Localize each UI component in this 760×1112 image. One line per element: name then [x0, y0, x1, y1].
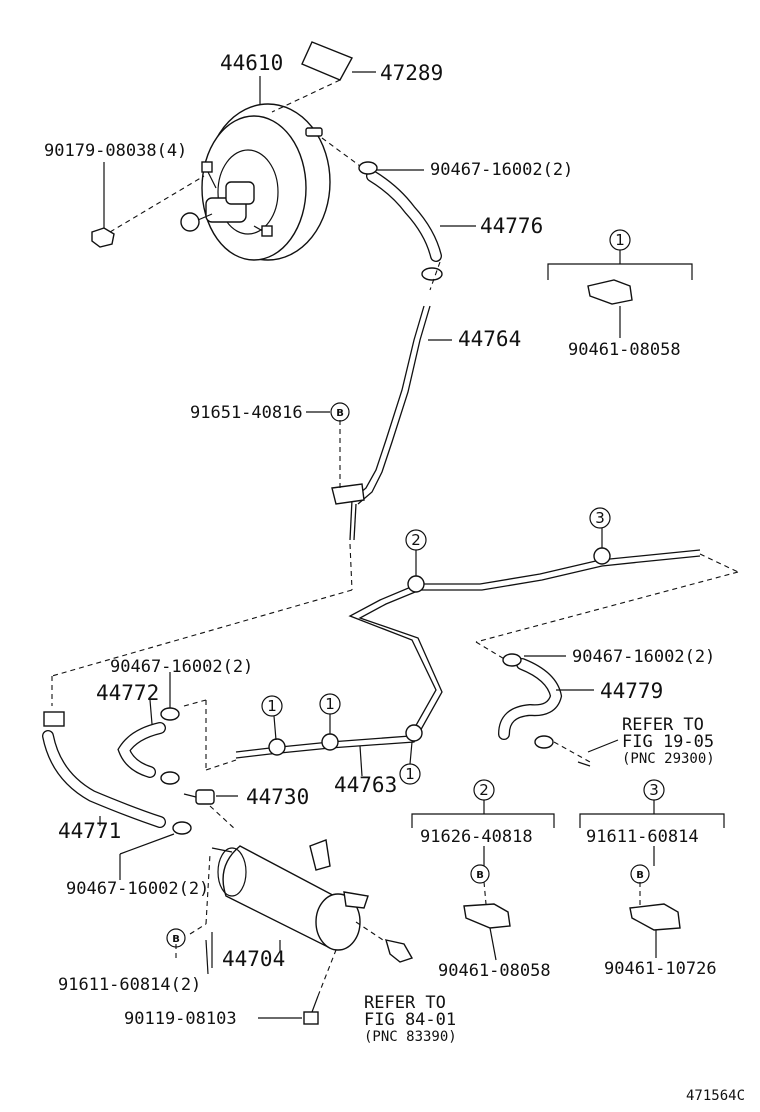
- nut-90179: [91, 175, 205, 248]
- bracket-group-1: [547, 250, 693, 305]
- svg-text:2: 2: [411, 531, 421, 549]
- svg-text:REFER TO: REFER TO: [364, 993, 446, 1013]
- svg-text:3: 3: [649, 781, 659, 799]
- label-90467-c: 90467-16002(2): [66, 879, 209, 899]
- b-marker-group-2: B: [470, 864, 490, 884]
- label-44779: 44779: [600, 679, 663, 703]
- label-44730: 44730: [246, 785, 309, 809]
- label-90461-group-1: 90461-08058: [568, 340, 681, 360]
- svg-text:(PNC 83390): (PNC 83390): [364, 1029, 457, 1045]
- label-91626: 91626-40818: [420, 827, 533, 847]
- marker-1-tube-a: 1: [261, 695, 283, 741]
- svg-text:(PNC 29300): (PNC 29300): [622, 751, 715, 767]
- brake-booster-44610: [180, 103, 331, 261]
- vacuum-hose-44776: [321, 137, 443, 291]
- svg-text:1: 1: [405, 765, 415, 783]
- label-44610: 44610: [220, 51, 283, 75]
- svg-text:1: 1: [267, 697, 277, 715]
- marker-3-group: 3: [643, 779, 665, 801]
- svg-text:REFER TO: REFER TO: [622, 715, 704, 735]
- label-44776: 44776: [480, 214, 543, 238]
- bolt-90119: [303, 949, 337, 1025]
- label-90461-group-3: 90461-10726: [604, 959, 717, 979]
- label-90119: 90119-08103: [124, 1009, 237, 1029]
- vacuum-tube-44763: [235, 547, 701, 759]
- marker-2-group: 2: [473, 779, 495, 801]
- svg-text:FIG 19-05: FIG 19-05: [622, 732, 714, 752]
- svg-text:B: B: [636, 870, 644, 881]
- refer-note-fig-19-05: REFER TO FIG 19-05 (PNC 29300): [622, 715, 715, 767]
- b-marker-91651: B: [330, 402, 350, 422]
- gasket-47289: [301, 41, 353, 81]
- marker-1-tube-c: 1: [399, 741, 421, 785]
- label-44704: 44704: [222, 947, 285, 971]
- bracket-group-2: [411, 800, 555, 929]
- label-91611-group-3: 91611-60814: [586, 827, 699, 847]
- svg-text:B: B: [172, 934, 180, 945]
- label-90467-d: 90467-16002(2): [572, 647, 715, 667]
- label-44771: 44771: [58, 819, 121, 843]
- marker-3-tube: 3: [589, 507, 611, 548]
- hose-44771: [42, 711, 192, 835]
- label-47289: 47289: [380, 61, 443, 85]
- label-90179: 90179-08038(4): [44, 141, 187, 161]
- b-marker-91611-b: B: [166, 928, 186, 948]
- check-valve-44730: [183, 789, 237, 831]
- marker-2-tube: 2: [405, 529, 427, 576]
- marker-1-tube-b: 1: [319, 693, 341, 734]
- leader-lines: [99, 71, 657, 1019]
- svg-text:1: 1: [325, 695, 335, 713]
- label-90461-group-2: 90461-08058: [438, 961, 551, 981]
- svg-text:1: 1: [615, 231, 625, 249]
- refer-note-fig-84-01: REFER TO FIG 84-01 (PNC 83390): [364, 993, 457, 1045]
- label-44763: 44763: [334, 773, 397, 797]
- marker-1-top: 1: [609, 229, 631, 251]
- bracket-group-3: [579, 800, 725, 931]
- label-44772: 44772: [96, 681, 159, 705]
- svg-text:B: B: [336, 408, 344, 419]
- vacuum-tank-44704: [211, 839, 369, 951]
- svg-text:FIG 84-01: FIG 84-01: [364, 1010, 456, 1030]
- svg-text:B: B: [476, 870, 484, 881]
- label-90467-b: 90467-16002(2): [110, 657, 253, 677]
- vacuum-tube-44764: [331, 305, 431, 541]
- label-90467-a: 90467-16002(2): [430, 160, 573, 180]
- hose-44779: [498, 653, 591, 767]
- svg-text:2: 2: [479, 781, 489, 799]
- vacuum-switch: [355, 921, 414, 963]
- label-91651: 91651-40816: [190, 403, 303, 423]
- figure-code: 471564C: [686, 1088, 745, 1104]
- b-marker-group-3: B: [630, 864, 650, 884]
- label-91611-b: 91611-60814(2): [58, 975, 201, 995]
- label-44764: 44764: [458, 327, 521, 351]
- svg-text:3: 3: [595, 509, 605, 527]
